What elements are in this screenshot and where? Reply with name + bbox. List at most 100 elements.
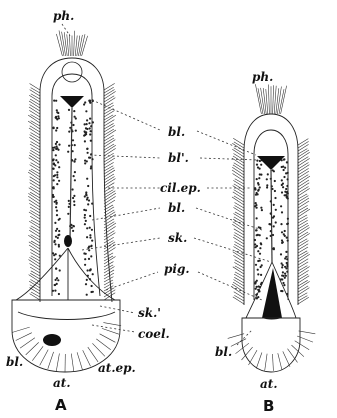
cilium — [104, 241, 113, 246]
cilium — [234, 244, 244, 250]
cell-dot — [268, 223, 270, 225]
cell-dot — [87, 152, 89, 154]
figure-b — [228, 84, 316, 372]
epithelial-cell-wall — [96, 339, 110, 350]
cell-dot — [255, 202, 257, 204]
cell-dot — [69, 127, 71, 129]
cell-dot — [259, 260, 261, 262]
cell-dot — [260, 266, 262, 268]
cilium — [31, 241, 40, 246]
cell-dot — [286, 237, 288, 239]
cell-dot — [88, 122, 90, 124]
cilium — [104, 277, 113, 282]
cilium — [31, 292, 40, 297]
cilium — [30, 273, 40, 279]
cilium — [104, 162, 114, 168]
cell-dot — [68, 145, 70, 147]
cilium — [30, 186, 40, 192]
cilium — [273, 85, 274, 114]
cell-dot — [281, 290, 283, 292]
cilium — [298, 270, 309, 277]
cell-dot — [87, 269, 89, 271]
cilium — [30, 126, 40, 132]
cell-dot — [287, 223, 289, 225]
cell-dot — [273, 215, 275, 217]
cell-dot — [274, 197, 276, 199]
epithelial-cell-wall — [102, 328, 119, 334]
cilium — [62, 32, 66, 56]
cell-dot — [56, 176, 58, 178]
cilium — [31, 271, 40, 276]
cell-dot — [53, 186, 55, 188]
cell-dot — [90, 165, 92, 167]
cell-dot — [266, 237, 268, 239]
cilium — [298, 293, 307, 298]
cell-dot — [58, 219, 60, 221]
cell-dot — [284, 191, 286, 193]
cilium — [298, 232, 308, 238]
cell-dot — [84, 217, 86, 219]
cell-dot — [52, 252, 54, 254]
cell-dot — [86, 123, 88, 125]
label-ph-b: ph. — [252, 70, 273, 84]
label-coel: coel. — [138, 327, 170, 341]
cell-dot — [258, 177, 260, 179]
cell-dot — [73, 200, 75, 202]
cell-dot — [85, 127, 87, 129]
cilium — [298, 215, 307, 220]
cell-dot — [56, 228, 58, 230]
cell-dot — [266, 184, 268, 186]
cilium — [31, 163, 40, 168]
cell-dot — [53, 100, 55, 102]
cell-dot — [88, 157, 90, 159]
cell-dot — [280, 253, 282, 255]
cilium — [298, 139, 308, 145]
epithelial-cell-wall — [283, 351, 290, 366]
cilium — [234, 229, 244, 235]
cell-dot — [273, 225, 275, 227]
coelom-line-a — [18, 312, 115, 320]
cilium — [30, 216, 40, 222]
cell-dot — [274, 180, 276, 182]
cell-dot — [52, 290, 54, 292]
cell-dot — [254, 205, 256, 207]
cell-dot — [92, 273, 94, 275]
cell-dot — [58, 117, 60, 119]
blastema-cells-a — [52, 99, 94, 296]
cell-dot — [283, 158, 285, 160]
label-cil-ep: cil.ep. — [160, 181, 201, 195]
cell-dot — [283, 284, 285, 286]
cell-dot — [74, 161, 76, 163]
cell-dot — [256, 164, 258, 166]
cell-dot — [281, 242, 283, 244]
cilium — [30, 249, 40, 255]
leader-bl-prime-b — [200, 158, 258, 160]
cell-dot — [284, 230, 286, 232]
cell-dot — [86, 227, 88, 229]
pigment-mass-b — [262, 268, 282, 320]
cell-dot — [86, 178, 88, 180]
cell-dot — [54, 243, 56, 245]
cell-dot — [53, 254, 55, 256]
cilium — [104, 248, 115, 255]
cell-dot — [285, 172, 287, 174]
cell-dot — [84, 134, 86, 136]
label-at-b: at. — [260, 377, 278, 391]
cell-dot — [275, 209, 277, 211]
cell-dot — [84, 258, 86, 260]
cell-dot — [256, 286, 258, 288]
cell-dot — [54, 174, 56, 176]
cell-dot — [281, 179, 283, 181]
cell-dot — [55, 279, 57, 281]
cell-dot — [86, 236, 88, 238]
cell-dot — [88, 258, 90, 260]
cell-dot — [254, 243, 256, 245]
cilium — [234, 205, 244, 211]
cell-dot — [84, 223, 86, 225]
cilium — [31, 88, 40, 93]
cell-dot — [273, 204, 275, 206]
cilium — [104, 288, 114, 294]
cell-dot — [280, 205, 282, 207]
cell-dot — [256, 217, 258, 219]
cilium — [298, 205, 308, 211]
